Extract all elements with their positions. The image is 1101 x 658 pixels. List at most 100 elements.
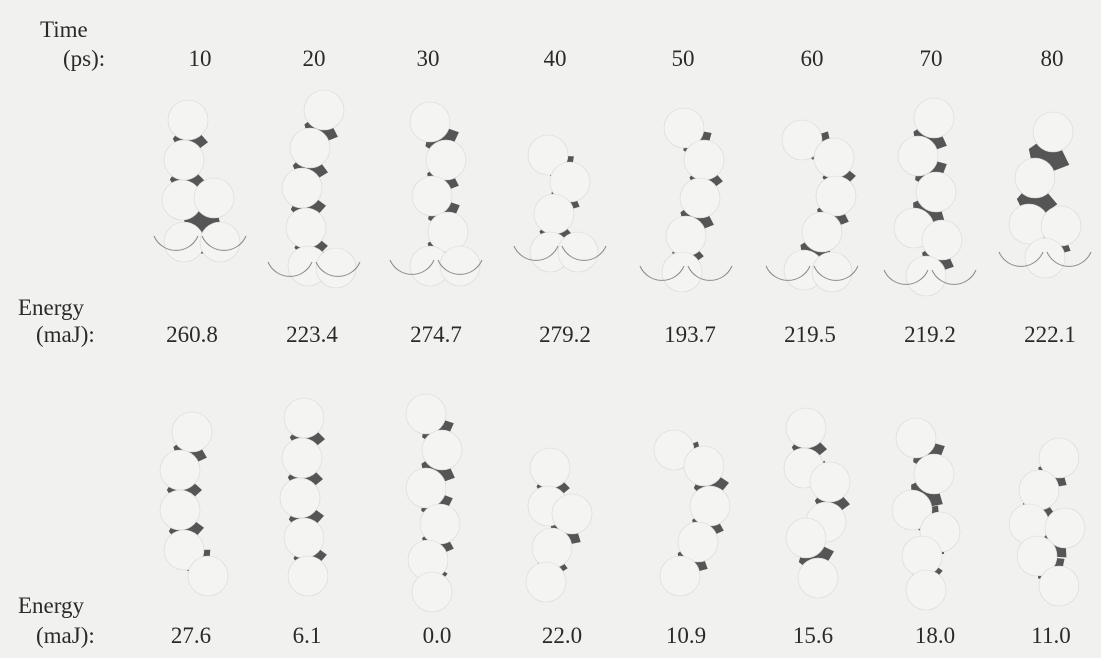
time-value: 40 xyxy=(543,46,567,71)
disk xyxy=(159,489,201,531)
disk xyxy=(679,177,721,219)
top-row-cluster xyxy=(389,101,483,287)
wall-arc xyxy=(931,269,977,285)
disk xyxy=(785,517,827,559)
energy-value-bottom: 10.9 xyxy=(665,623,707,648)
disk xyxy=(813,137,855,179)
disk xyxy=(303,89,345,131)
disk xyxy=(163,221,205,263)
disk xyxy=(419,503,461,545)
disk xyxy=(913,97,955,139)
time-unit-label: (ps): xyxy=(63,47,105,70)
disk xyxy=(665,215,707,257)
energy-value-bottom: 27.6 xyxy=(170,623,212,648)
energy-label-bottom-line1: Energy xyxy=(18,593,85,618)
energy-unit-label-bottom: (maJ): xyxy=(36,624,95,647)
disk xyxy=(529,447,571,489)
energy-label-top-line1: Energy xyxy=(18,295,85,320)
disk xyxy=(289,127,331,169)
wall-arc xyxy=(437,259,483,275)
energy-value-top: 219.5 xyxy=(784,322,836,347)
energy-value-top: 222.1 xyxy=(1024,322,1076,347)
disk xyxy=(171,411,213,453)
energy-value-top: 219.2 xyxy=(904,322,956,347)
disk xyxy=(905,569,947,611)
disk xyxy=(405,467,447,509)
wall-arc xyxy=(687,265,733,281)
disk xyxy=(557,231,599,273)
energy-value-top: 223.4 xyxy=(286,322,338,347)
energy-value-top: 260.8 xyxy=(166,322,218,347)
disk xyxy=(661,251,703,293)
energy-label-top: Energy xyxy=(18,296,84,319)
disk xyxy=(663,107,705,149)
wall-arc xyxy=(639,265,685,281)
disk xyxy=(279,477,321,519)
disk xyxy=(809,461,851,503)
disk xyxy=(901,535,943,577)
disk xyxy=(1014,157,1056,199)
wall-arc xyxy=(1046,251,1092,267)
wall-arc xyxy=(883,269,929,285)
time-value: 10 xyxy=(188,46,212,71)
disk xyxy=(405,393,447,435)
time-value: 60 xyxy=(800,46,824,71)
time-value: 20 xyxy=(302,46,326,71)
time-value: 50 xyxy=(671,46,695,71)
disk xyxy=(287,555,329,597)
disk xyxy=(659,555,701,597)
bottom-row-cluster xyxy=(159,411,229,597)
disk xyxy=(895,417,937,459)
disk xyxy=(187,555,229,597)
disk xyxy=(551,493,593,535)
top-row-cluster xyxy=(639,107,733,293)
disk xyxy=(785,407,827,449)
bottom-row-cluster xyxy=(525,447,593,603)
energy-value-bottom: 0.0 xyxy=(422,623,452,648)
disk xyxy=(913,453,955,495)
disk xyxy=(891,489,933,531)
disk xyxy=(285,207,327,249)
disk xyxy=(411,571,453,613)
disk xyxy=(315,247,357,289)
bottom-row-cluster xyxy=(279,397,329,597)
disk xyxy=(677,521,719,563)
disk xyxy=(199,221,241,263)
wall-arc xyxy=(561,245,607,261)
time-value: 80 xyxy=(1040,46,1064,71)
disk xyxy=(531,527,573,569)
top-row-cluster xyxy=(883,97,977,297)
time-value: 30 xyxy=(416,46,440,71)
disk xyxy=(905,255,947,297)
bottom-row-cluster xyxy=(653,429,731,597)
disk xyxy=(1038,565,1080,607)
energy-value-bottom: 6.1 xyxy=(292,623,322,648)
top-row-cluster xyxy=(153,99,247,263)
disk xyxy=(159,449,201,491)
disk xyxy=(425,139,467,181)
disk xyxy=(283,517,325,559)
energy-unit-label-top: (maJ): xyxy=(36,323,95,346)
bottom-row-cluster xyxy=(891,417,961,611)
disk xyxy=(781,119,823,161)
bottom-row-cluster xyxy=(1008,437,1086,607)
time-label-line1: Time xyxy=(40,17,88,42)
wall-arc xyxy=(315,261,361,277)
top-row-cluster xyxy=(998,111,1092,279)
disk xyxy=(163,139,205,181)
disk xyxy=(527,134,569,176)
disk xyxy=(1018,469,1060,511)
energy-value-bottom: 15.6 xyxy=(792,623,834,648)
disk xyxy=(689,485,731,527)
wall-arc xyxy=(765,265,811,281)
wall-arc xyxy=(389,259,435,275)
disk xyxy=(1016,535,1058,577)
bottom-row-cluster xyxy=(405,393,463,613)
disk xyxy=(193,177,235,219)
disk xyxy=(897,135,939,177)
disk xyxy=(421,429,463,471)
wall-arc xyxy=(201,235,247,251)
energy-value-top: 193.7 xyxy=(664,322,716,347)
disk xyxy=(797,557,839,599)
